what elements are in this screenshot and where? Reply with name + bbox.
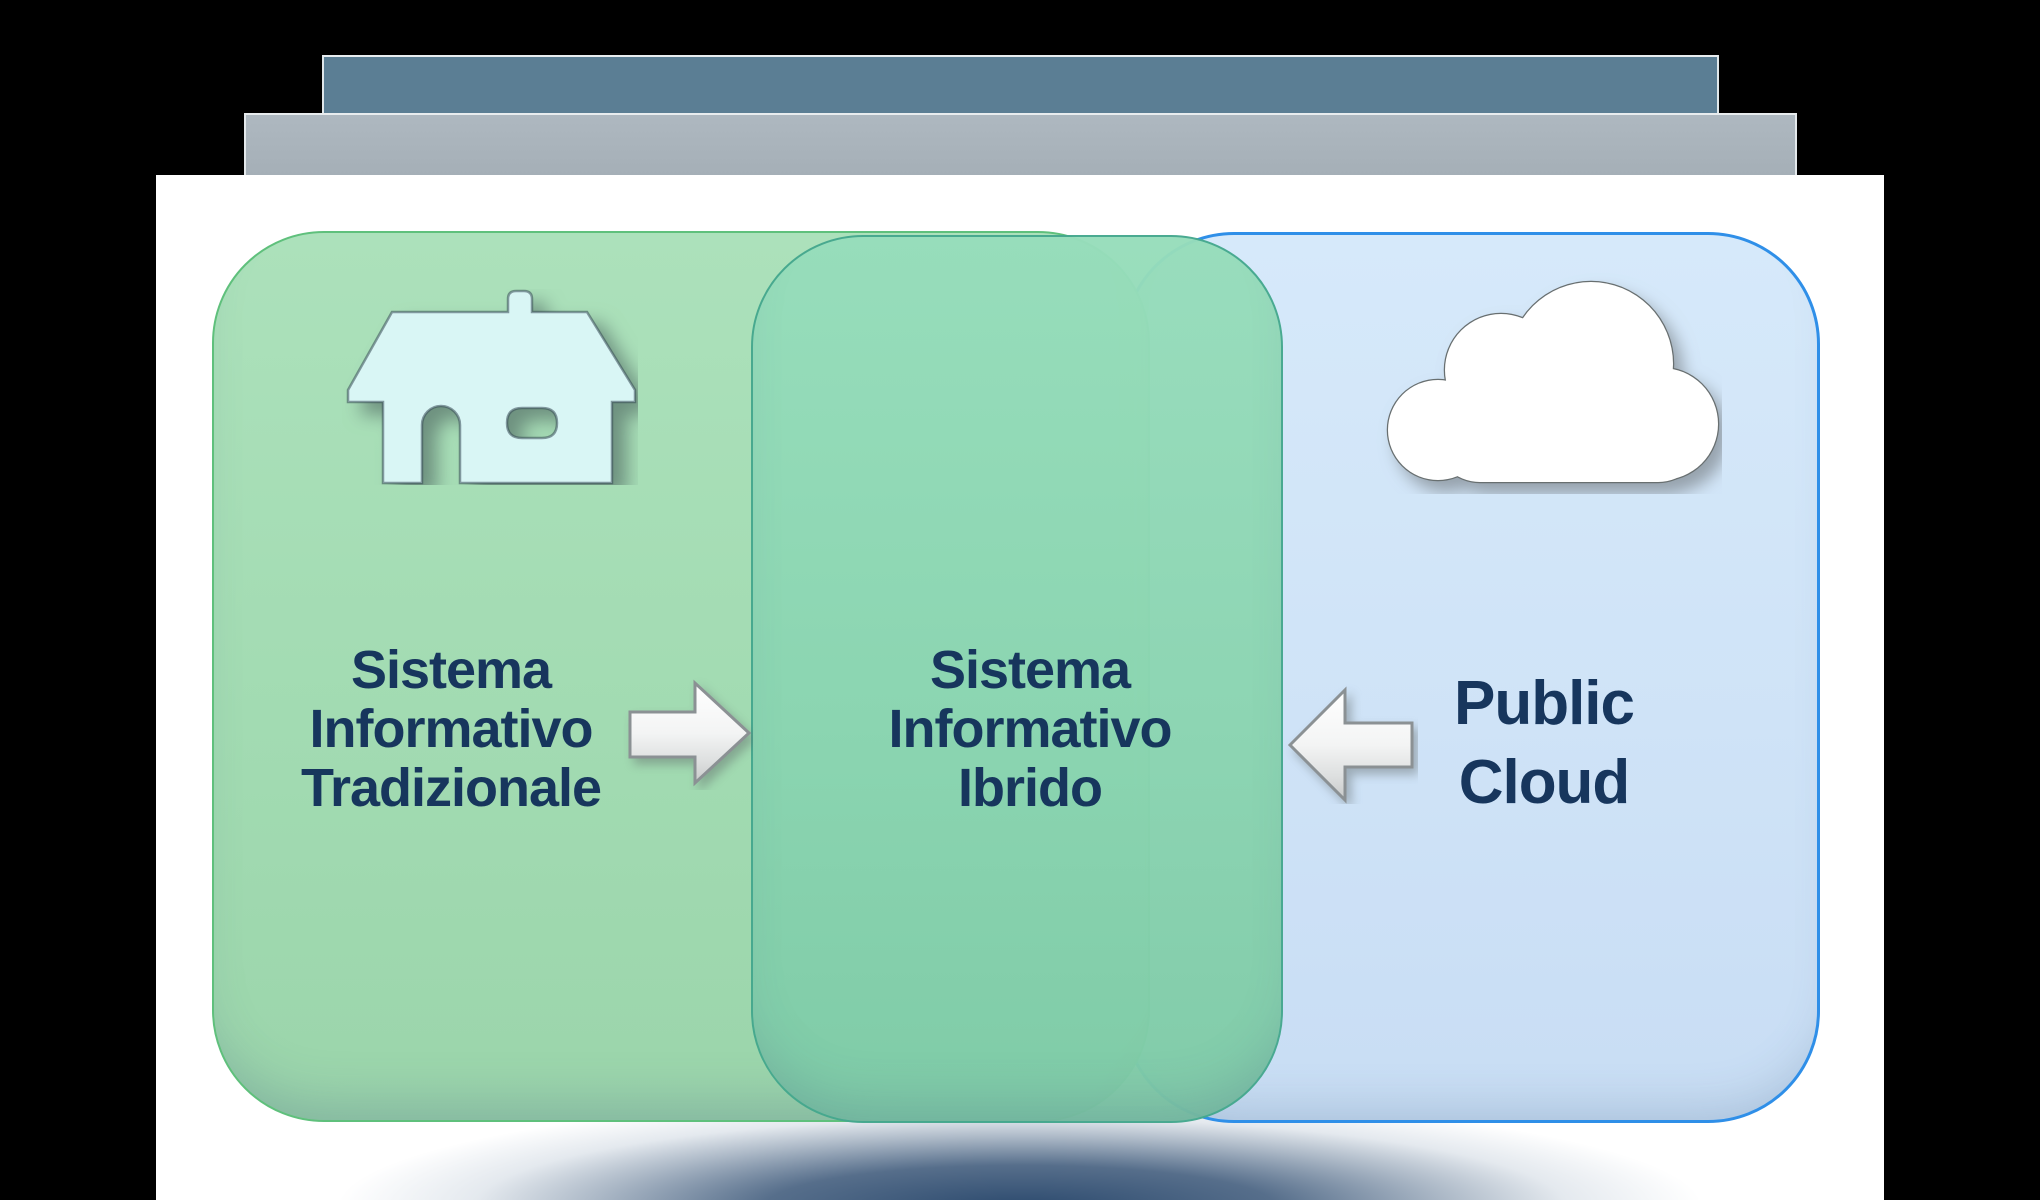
arrow-right-icon [628, 679, 752, 787]
hybrid-system-box [751, 235, 1283, 1123]
window-title-bar [322, 55, 1719, 113]
label-line: Sistema [350, 640, 552, 700]
arrow-left-icon [1287, 686, 1414, 804]
label-line: Informativo [309, 699, 593, 759]
label-line: Cloud [1458, 748, 1631, 817]
hybrid-system-label: Sistema Informativo Ibrido [800, 641, 1260, 818]
traditional-system-label: Sistema Informativo Tradizionale [221, 641, 681, 818]
label-line: Informativo [888, 699, 1172, 759]
window-toolbar-bar [244, 113, 1797, 175]
label-line: Ibrido [958, 758, 1103, 818]
house-icon [346, 289, 637, 485]
label-line: Sistema [929, 640, 1131, 700]
public-cloud-label: Public Cloud [1344, 664, 1744, 822]
label-line: Tradizionale [300, 758, 602, 818]
cloud-icon [1386, 280, 1720, 484]
label-line: Public [1453, 669, 1635, 738]
